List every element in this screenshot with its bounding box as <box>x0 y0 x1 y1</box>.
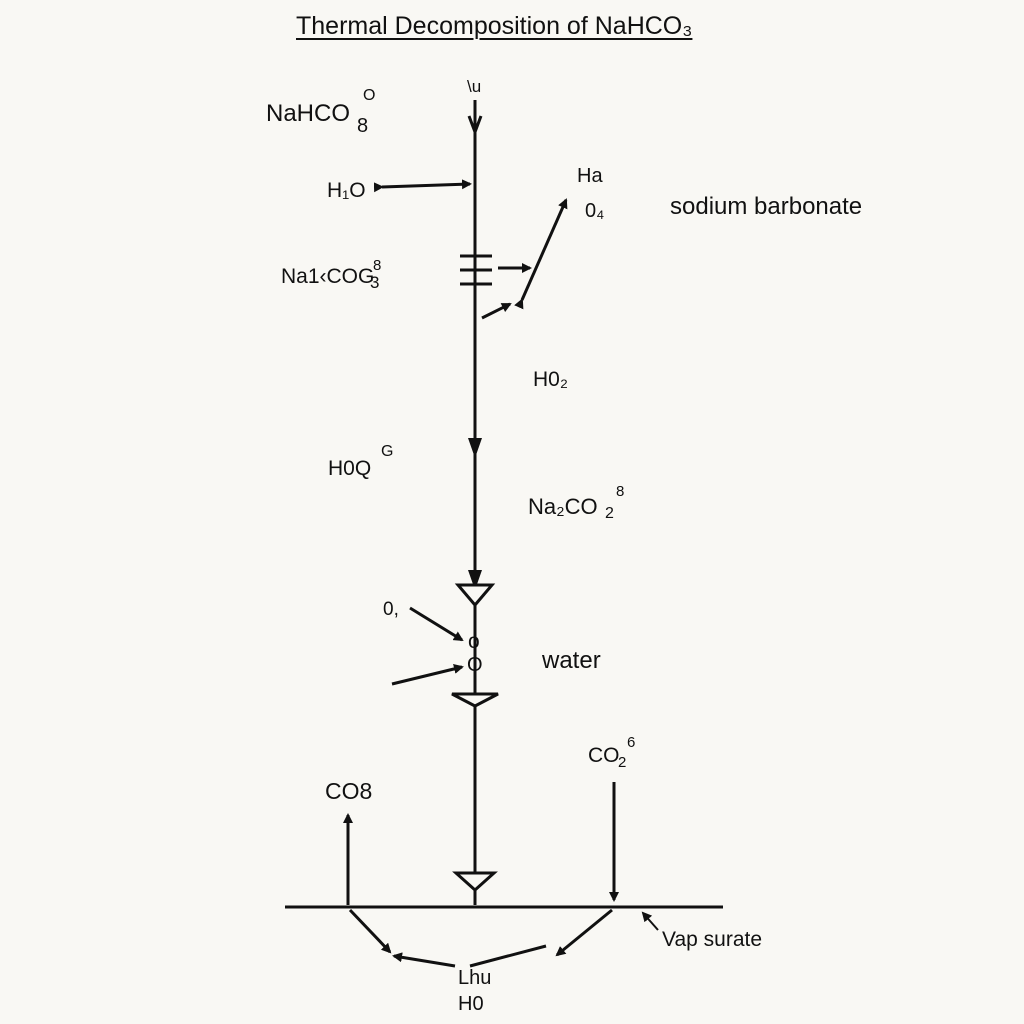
label-nahco3-sup: O <box>363 87 376 104</box>
label-na2cog3: Na1‹COG 3 8 <box>281 258 381 291</box>
label-nahco3: NaHCO 8 O <box>266 88 375 137</box>
label-o4: 0₄ <box>585 200 605 222</box>
label-na2cog3-sub: 3 <box>370 273 380 292</box>
label-nahco3-sub: 8 <box>357 115 369 137</box>
label-co2-right: CO 2 6 <box>588 735 635 770</box>
label-o-left: 0, <box>383 599 399 620</box>
bowl-bottom-right-line <box>469 944 547 968</box>
label-ha: Ha <box>577 165 603 187</box>
label-nahco3-text: NaHCO <box>266 100 351 127</box>
label-h0q-sup: G <box>381 443 394 460</box>
label-co2-right-sup: 6 <box>627 734 636 751</box>
h2o-double-arrow <box>373 179 472 193</box>
triangle-valve-bottom <box>451 692 499 708</box>
label-na2co2-sup: 8 <box>616 483 625 500</box>
label-h0q: H0Q G <box>328 444 393 480</box>
arrow-to-o-lower <box>391 664 464 686</box>
bowl-right-arrow <box>555 908 613 957</box>
label-na2co2-sub: 2 <box>605 505 614 522</box>
arrow-to-o-upper <box>409 606 464 642</box>
label-co8-left: CO8 <box>325 778 373 804</box>
label-na2co2: Na₂CO 2 8 <box>528 484 624 522</box>
label-o-node-upper: o <box>468 630 480 653</box>
small-diagonal-arrow <box>481 302 512 320</box>
label-h0q-text: H0Q <box>328 457 372 480</box>
bowl-left-arrow <box>348 908 392 954</box>
vapour-pointer-arrow <box>641 911 659 931</box>
diagonal-double-arrow <box>514 198 568 310</box>
lower-arrowhead <box>468 570 482 590</box>
label-na2cog3-text: Na1‹COG <box>281 265 375 288</box>
mid-arrowhead <box>468 438 482 458</box>
label-co2-right-sub: 2 <box>618 754 627 771</box>
diagram-title: Thermal Decomposition of NaHCO₃ <box>296 12 693 40</box>
triangle-valve-base <box>452 871 498 893</box>
label-na2cog3-sup: 8 <box>373 257 382 274</box>
label-sodium-barbonate: sodium barbonate <box>670 193 863 220</box>
label-vap-surate: Vap surate <box>662 928 763 951</box>
label-h0-bottom: H0 <box>458 993 484 1015</box>
label-h2o-left: H₁O <box>327 179 366 202</box>
top-arrowhead <box>467 115 483 137</box>
label-water: water <box>542 647 601 674</box>
label-na2co2-text: Na₂CO <box>528 494 598 519</box>
label-top-marker: \u <box>467 77 482 96</box>
bowl-bottom-left-arrow <box>392 952 456 968</box>
label-o-node-lower: O <box>467 654 483 676</box>
label-co2-right-text: CO <box>588 744 620 767</box>
label-h02-mid: H0₂ <box>533 368 568 391</box>
triangle-valve-top <box>454 583 496 608</box>
label-lhu: Lhu <box>458 967 492 989</box>
